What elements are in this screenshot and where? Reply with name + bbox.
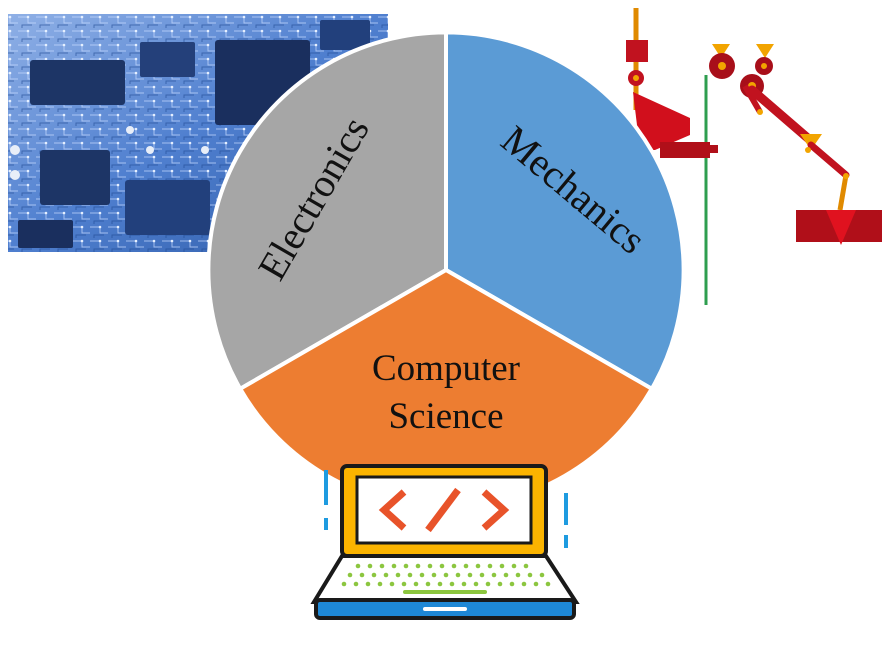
pie-diagram	[206, 30, 686, 510]
segment-electronics	[206, 30, 448, 392]
laptop-code-icon	[310, 464, 580, 620]
segment-mechanics	[444, 30, 686, 392]
label-computer: Computer	[372, 348, 520, 389]
label-science: Science	[388, 396, 503, 437]
mechanical-linkage-image	[626, 8, 882, 305]
chip-icon	[18, 20, 370, 248]
